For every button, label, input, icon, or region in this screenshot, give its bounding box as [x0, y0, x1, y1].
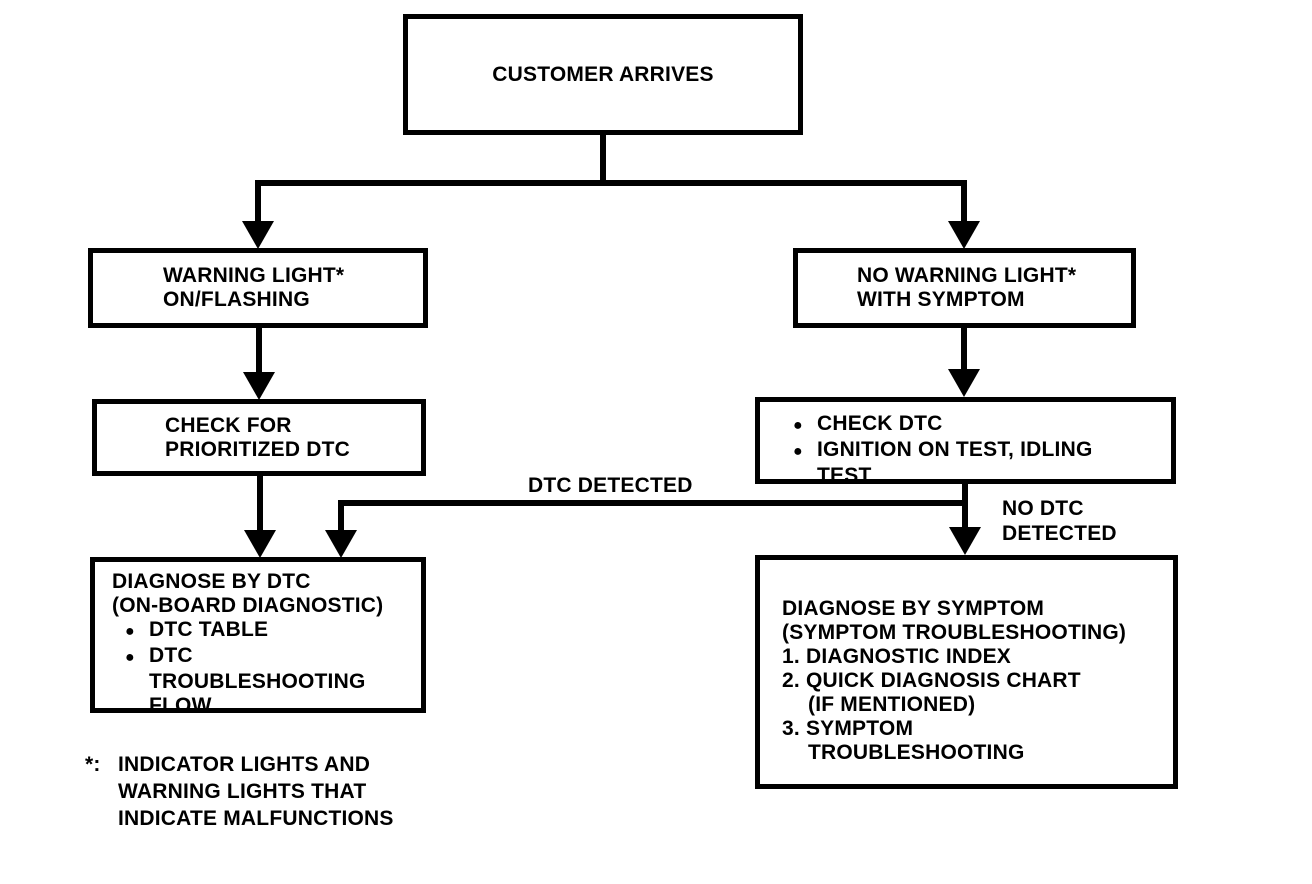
bullet-item: ● IGNITION ON TEST, IDLING [793, 438, 1171, 464]
numbered-item: 2. QUICK DIAGNOSIS CHART [782, 669, 1081, 692]
footnote-marker: *: [85, 753, 101, 776]
node-label: CHECK FOR [165, 413, 292, 437]
node-label: DIAGNOSE BY SYMPTOM [782, 597, 1045, 620]
numbered-item: 1. DIAGNOSTIC INDEX [782, 645, 1011, 668]
node-label: PRIORITIZED DTC [165, 437, 350, 461]
node-label: WITH SYMPTOM [857, 288, 1025, 311]
node-label: TEST [817, 464, 872, 487]
node-warning-light-on-flashing: WARNING LIGHT* ON/FLASHING [88, 248, 428, 328]
connector-check-to-diagdtc [257, 473, 263, 531]
bullet-icon: ● [793, 417, 803, 434]
node-diagnose-by-symptom: DIAGNOSE BY SYMPTOM (SYMPTOM TROUBLESHOO… [755, 555, 1178, 789]
connector-left-branch-drop [255, 180, 261, 222]
node-label: ON/FLASHING [163, 288, 310, 311]
node-label: NO WARNING LIGHT* [857, 264, 1077, 287]
node-customer-arrives: CUSTOMER ARRIVES [403, 14, 803, 135]
bullet-item: ● CHECK DTC [793, 412, 1171, 438]
arrowhead-down-icon [948, 369, 980, 397]
numbered-item: 3. SYMPTOM [782, 717, 914, 740]
arrowhead-down-icon [242, 221, 274, 249]
node-label: IGNITION ON TEST, IDLING [817, 438, 1093, 461]
edge-label-no-dtc-detected: NO DTC DETECTED [1002, 496, 1117, 546]
node-diagnose-by-dtc: DIAGNOSE BY DTC (ON-BOARD DIAGNOSTIC) ● … [90, 557, 426, 717]
node-label: TROUBLESHOOTING [149, 670, 366, 693]
bullet-icon: ● [125, 623, 135, 640]
connector-stem-from-customer [600, 132, 606, 186]
node-label: (IF MENTIONED) [808, 693, 976, 716]
connector-nowarning-to-checkdtc [961, 325, 967, 370]
bullet-icon: ● [125, 649, 135, 666]
footnote-line: INDICATOR LIGHTS AND [118, 753, 371, 776]
connector-dtc-detected [338, 500, 967, 506]
node-label: CUSTOMER ARRIVES [492, 62, 714, 86]
arrowhead-down-icon [949, 527, 981, 555]
node-label: FLOW [149, 694, 212, 717]
edge-label-dtc-detected: DTC DETECTED [528, 474, 693, 497]
node-label: DTC TABLE [149, 618, 269, 641]
bullet-item: ● DTC [112, 644, 421, 670]
arrowhead-down-icon [948, 221, 980, 249]
node-check-dtc-tests: ● CHECK DTC ● IGNITION ON TEST, IDLING T… [755, 397, 1176, 487]
node-no-warning-light-with-symptom: NO WARNING LIGHT* WITH SYMPTOM [793, 248, 1136, 328]
footnote-line: WARNING LIGHTS THAT [118, 780, 367, 803]
node-label: (ON-BOARD DIAGNOSTIC) [112, 594, 384, 617]
bullet-icon: ● [793, 443, 803, 460]
footnote-text: INDICATOR LIGHTS AND WARNING LIGHTS THAT… [118, 751, 394, 832]
arrowhead-down-icon [325, 530, 357, 558]
edge-label-line: DETECTED [1002, 522, 1117, 545]
node-check-for-prioritized-dtc: CHECK FOR PRIORITIZED DTC [92, 399, 426, 476]
connector-branch-split [255, 180, 967, 186]
node-label: (SYMPTOM TROUBLESHOOTING) [782, 621, 1127, 644]
edge-label-line: NO DTC [1002, 497, 1084, 520]
connector-warning-to-check [256, 325, 262, 373]
arrowhead-down-icon [244, 530, 276, 558]
arrowhead-down-icon [243, 372, 275, 400]
footnote-asterisk: *: INDICATOR LIGHTS AND WARNING LIGHTS T… [85, 751, 394, 832]
footnote-line: INDICATE MALFUNCTIONS [118, 807, 394, 830]
connector-dtc-detected-drop [338, 500, 344, 531]
node-label: DTC [149, 644, 193, 667]
node-label: CHECK DTC [817, 412, 943, 435]
bullet-item: ● DTC TABLE [112, 618, 421, 644]
node-label: TROUBLESHOOTING [808, 741, 1025, 764]
node-label: DIAGNOSE BY DTC [112, 570, 311, 593]
connector-right-branch-drop [961, 180, 967, 222]
node-label: WARNING LIGHT* [163, 264, 345, 287]
